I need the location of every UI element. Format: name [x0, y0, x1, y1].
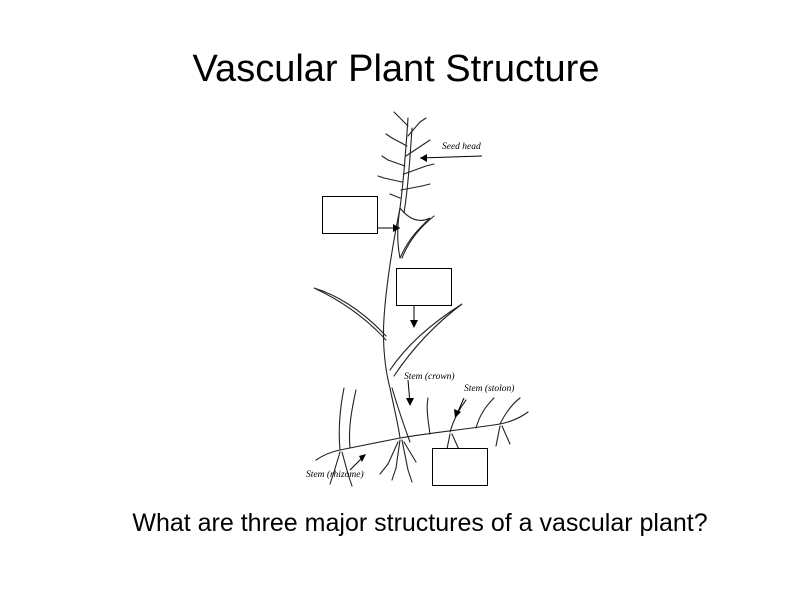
label-seed-head: Seed head — [442, 142, 481, 152]
rhizome — [315, 437, 401, 461]
slide-title: Vascular Plant Structure — [192, 48, 600, 90]
label-stem-rhizome: Stem (rhizome) — [306, 470, 364, 480]
label-stem-stolon: Stem (stolon) — [464, 384, 515, 394]
stolon — [399, 411, 529, 439]
plant-diagram: Seed head Stem (crown) Stem (stolon) Ste… — [300, 108, 540, 508]
plant-illustration — [313, 111, 529, 487]
blank-box-root[interactable] — [432, 448, 488, 486]
label-stem-crown: Stem (crown) — [404, 372, 455, 382]
leaf-right — [389, 303, 463, 377]
leaf-left — [313, 287, 387, 341]
blank-box-node[interactable] — [396, 268, 452, 306]
blank-box-leaf[interactable] — [322, 196, 378, 234]
main-stem — [382, 117, 409, 439]
slide-question: What are three major structures of a vas… — [132, 509, 708, 537]
